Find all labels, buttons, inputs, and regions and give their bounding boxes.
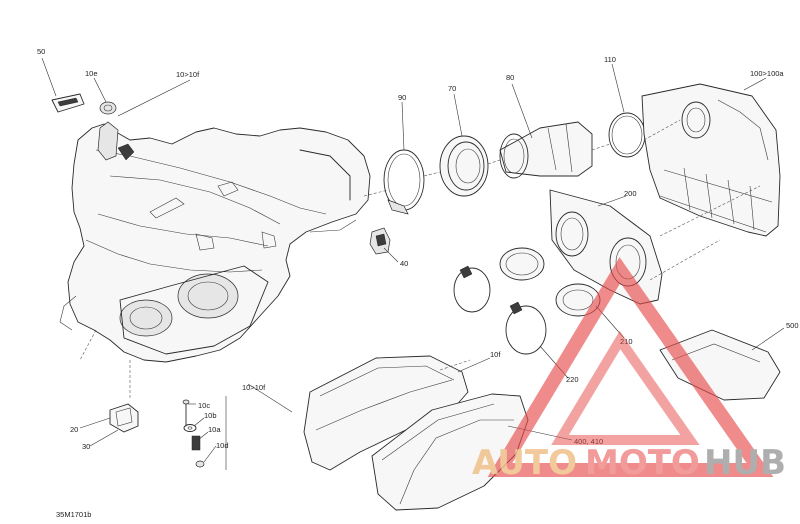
callout-100-100a: 100>100a xyxy=(750,69,784,78)
callout-10d: 10d xyxy=(216,441,229,450)
sleeve-210 xyxy=(555,283,601,317)
callout-10e: 10e xyxy=(85,69,98,78)
callout-70: 70 xyxy=(448,84,456,93)
watermark-text-auto: AUTO xyxy=(472,443,577,483)
watermark: AUTO MOTO HUB xyxy=(472,257,786,483)
clamp-upper xyxy=(453,265,491,313)
clip-40 xyxy=(369,227,391,255)
callout-30: 30 xyxy=(82,442,90,451)
callout-10f: 10f xyxy=(490,350,501,359)
watermark-triangle-outer xyxy=(487,257,774,477)
callout-110: 110 xyxy=(604,55,616,64)
callout-80: 80 xyxy=(506,73,514,82)
callout-50: 50 xyxy=(37,47,45,56)
callout-90: 90 xyxy=(398,93,406,102)
screw-10c xyxy=(182,399,190,427)
callout-10-10f-top: 10>10f xyxy=(176,70,200,79)
watermark-text-moto: MOTO xyxy=(585,443,700,483)
grommet-70 xyxy=(439,135,489,197)
grommet-10e xyxy=(99,101,117,115)
sleeve-upper xyxy=(499,247,545,281)
clip-20-30 xyxy=(109,403,139,433)
callout-500: 500 xyxy=(786,321,799,330)
callout-10-10f-bottom: 10>10f xyxy=(242,383,266,392)
callout-10b: 10b xyxy=(204,411,217,420)
spring-10a xyxy=(191,435,201,451)
watermark-triangle-inner xyxy=(551,330,700,445)
callout-40: 40 xyxy=(400,259,408,268)
callout-10c: 10c xyxy=(198,401,210,410)
label-plate-50 xyxy=(51,93,85,113)
hose-clamp-90 xyxy=(383,149,425,215)
nut-10d xyxy=(195,460,205,468)
callout-10a: 10a xyxy=(208,425,221,434)
clamp-220 xyxy=(505,301,547,355)
watermark-text-hub: HUB xyxy=(704,443,786,483)
intake-cover-100 xyxy=(641,83,781,237)
callout-220: 220 xyxy=(566,375,579,384)
diagram-id: 35M1701b xyxy=(56,510,91,519)
o-ring-110 xyxy=(608,112,646,158)
callout-20: 20 xyxy=(70,425,78,434)
airbox-housing xyxy=(59,121,371,363)
leader-lines xyxy=(41,57,785,470)
washer-10b xyxy=(183,424,197,432)
intake-duct-80 xyxy=(499,121,593,179)
callout-200: 200 xyxy=(624,189,637,198)
assembly-lines xyxy=(79,119,761,400)
